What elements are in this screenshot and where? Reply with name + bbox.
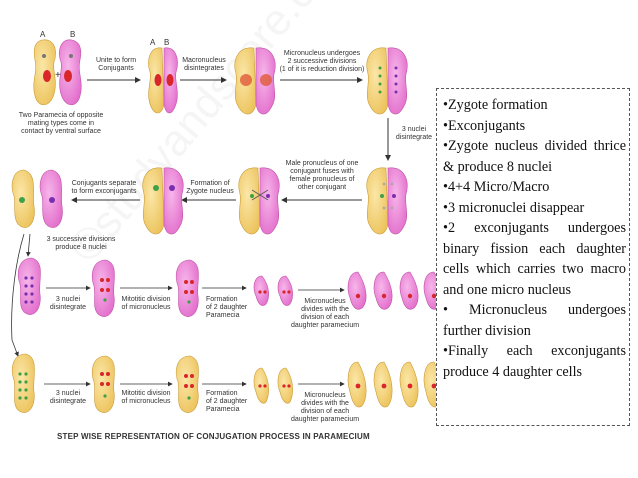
row-4-yellow-8-nuclei [11,353,35,413]
row-1-stage-disintegrate [234,47,276,115]
info-item: • Micronucleus undergoes further divisio… [443,302,626,339]
row-4-yellow-daughters [253,367,293,404]
row-4-yellow-stage-2 [91,355,115,413]
label-yel-3nuclei: 3 nuclei disintegrate [49,390,87,405]
row-1-stage-divisions [366,47,408,115]
label-cell-a: A [40,30,46,39]
row-2-stage-exchange [238,167,280,235]
arrow-split [11,233,25,341]
row-3-pink-stage-3 [175,259,199,317]
row-2-stage-zygote [142,167,184,235]
row-1-stage-conjugants [148,47,178,114]
label-macro-dis: Macronucleus disintegrates [182,57,226,72]
info-item: •Zygote nucleus divided thrice & produce… [443,138,626,175]
label-three-successive: 3 successive divisions produce 8 nuclei [46,236,116,251]
label-unite: Unite to form Conjugants [95,57,137,72]
row-2-stage-exconjugants [11,169,63,228]
label-pink-mitotic: Mitotitic division of micronucleus [121,296,171,311]
label-micro-divisions: Micronucleus undergoes 2 successive divi… [279,50,365,73]
row-4-yellow-stage-3 [175,355,199,413]
info-item: •4+4 Micro/Macro [443,179,550,195]
info-item: •Zygote formation [443,97,548,113]
label-plus: + [55,70,61,81]
info-item: •Finally each exconjugants produce 4 dau… [443,343,626,380]
diagram-caption: STEP WISE REPRESENTATION OF CONJUGATION … [57,432,370,441]
label-conj-separate: Conjugants separate to form exconjugants [71,180,137,195]
label-cell-b2: B [164,38,170,47]
label-pink-3nuclei: 3 nuclei disintegrate [49,296,87,311]
arrow-yellow-branch [11,339,19,357]
label-two-paramecia: Two Paramecia of opposite mating types c… [18,112,104,135]
row-1-stage-contact [33,39,82,106]
row-2-stage-fusion [366,167,408,235]
info-list: •Zygote formation •Exconjugants •Zygote … [443,95,626,382]
label-yel-mitotic: Mitotitic division of micronucleus [121,390,171,405]
info-item: •Exconjugants [443,117,526,134]
arrow-pink-branch [25,233,31,257]
info-box: •Zygote formation •Exconjugants •Zygote … [436,88,630,426]
label-pink-formation: Formation of 2 daughter Paramecia [206,296,248,319]
label-cell-b: B [70,30,76,39]
row-3-pink-daughters [253,275,293,306]
info-item: •3 micronuclei disappear [443,199,585,216]
row-3-pink-8-nuclei [17,257,41,315]
label-pink-micro-divides: Micronucleus divides with the division o… [290,298,360,329]
label-yel-formation: Formation of 2 daughter Paramecia [206,390,248,413]
info-item: •2 exconjugants undergoes binary fission… [443,220,626,298]
row-3-pink-final-cells [347,271,443,310]
row-3-pink-stage-2 [91,259,115,317]
label-zygote-form: Formation of Zygote nucleus [186,180,234,195]
label-yel-micro-divides: Micronucleus divides with the division o… [290,392,360,423]
label-cell-a2: A [150,38,156,47]
label-male-pronucleus: Male pronucleus of one conjugant fuses w… [285,160,359,191]
label-three-nuclei-dis: 3 nuclei disintegrate [395,126,433,141]
row-4-yellow-final-cells [347,361,443,408]
